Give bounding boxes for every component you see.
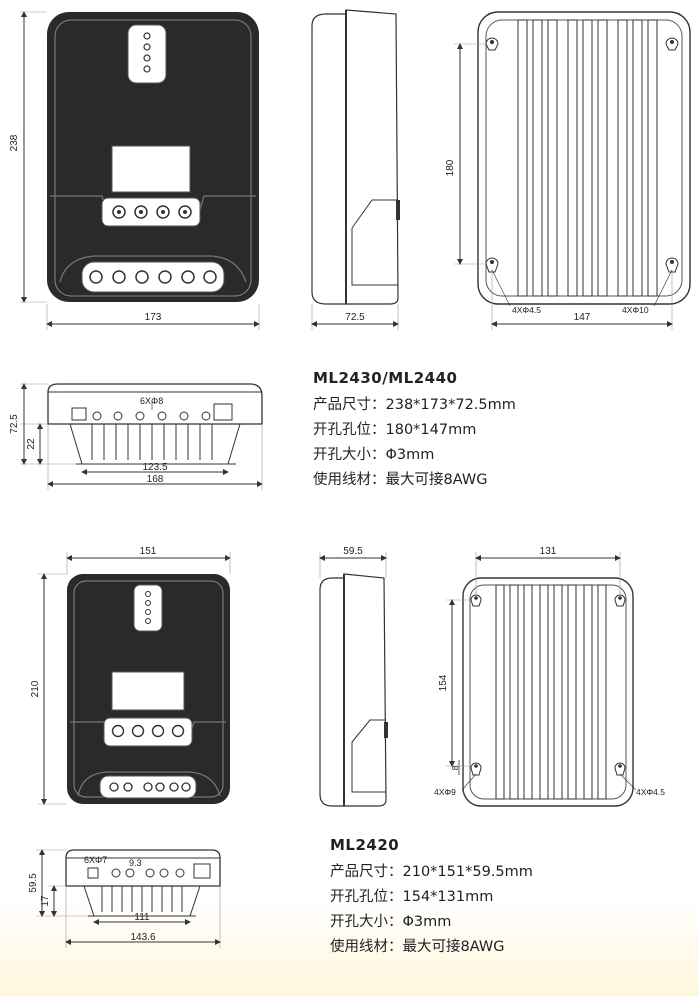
small-bottom-pitch-label: 9.3 (129, 858, 142, 868)
side-view-large: 72.5 (311, 9, 400, 330)
spec-row-hole-size: 开孔大小：Φ3mm (330, 914, 452, 930)
upper-holes-label: 4XΦ4.5 (512, 305, 541, 315)
front-height-label: 238 (9, 134, 20, 151)
front-width-label: 173 (145, 312, 162, 323)
back-horizontal-spacing-label: 147 (574, 312, 591, 323)
small-side-depth-label: 59.5 (343, 546, 363, 557)
back-vertical-spacing-label: 180 (445, 159, 456, 176)
bottom-view-large: 6XΦ8 72.5 22 123.5 168 (9, 383, 263, 490)
model-title: ML2420 (330, 836, 400, 854)
spec-row-wire: 使用线材：最大可接8AWG (313, 472, 488, 488)
small-bottom-base-label: 17 (40, 895, 51, 907)
spec-row-size: 产品尺寸：210*151*59.5mm (330, 864, 533, 880)
spec-row-hole-size: 开孔大小：Φ3mm (313, 447, 435, 463)
small-back-horizontal-label: 131 (540, 546, 557, 557)
small-bottom-inner-width-label: 111 (134, 912, 150, 923)
small-back-vertical-label: 154 (438, 674, 449, 691)
bottom-width-label: 168 (147, 474, 164, 485)
bottom-inner-width-label: 123.5 (142, 462, 167, 473)
small-front-height-label: 210 (30, 680, 41, 697)
spec-row-size: 产品尺寸：238*173*72.5mm (313, 397, 516, 413)
side-depth-label: 72.5 (345, 312, 365, 323)
bottom-depth-label: 72.5 (9, 414, 20, 434)
small-left-holes-label: 4XΦ9 (434, 787, 456, 797)
small-bottom-holes-label: 6XΦ7 (84, 855, 107, 865)
bottom-base-label: 22 (26, 438, 37, 450)
small-right-holes-label: 4XΦ4.5 (636, 787, 665, 797)
lower-holes-label: 4XΦ10 (622, 305, 649, 315)
spec-row-hole-position: 开孔孔位：154*131mm (330, 889, 494, 905)
spec-row-hole-position: 开孔孔位：180*147mm (313, 422, 477, 438)
small-back-slot-label: 8 (450, 765, 460, 770)
model-title: ML2430/ML2440 (313, 369, 458, 387)
side-view-small: 59.5 (319, 546, 388, 807)
bottom-view-small: 6XΦ7 9.3 59.5 17 111 143.6 (28, 849, 221, 948)
small-bottom-depth-label: 59.5 (28, 873, 39, 893)
back-view-small: 131 154 8 4XΦ9 4XΦ4.5 (434, 546, 665, 807)
bottom-holes-label: 6XΦ8 (140, 396, 163, 406)
spec-block-ml2420: ML2420 产品尺寸：210*151*59.5mm 开孔孔位：154*131m… (330, 836, 533, 960)
back-view-large: 180 147 4XΦ4.5 4XΦ10 (445, 11, 691, 330)
small-bottom-width-label: 143.6 (130, 932, 155, 943)
front-view-large: 238 173 (9, 11, 260, 330)
small-front-width-label: 151 (140, 546, 157, 557)
front-view-small: 151 210 (30, 546, 231, 805)
spec-block-ml2430: ML2430/ML2440 产品尺寸：238*173*72.5mm 开孔孔位：1… (313, 369, 516, 493)
spec-row-wire: 使用线材：最大可接8AWG (330, 939, 505, 955)
